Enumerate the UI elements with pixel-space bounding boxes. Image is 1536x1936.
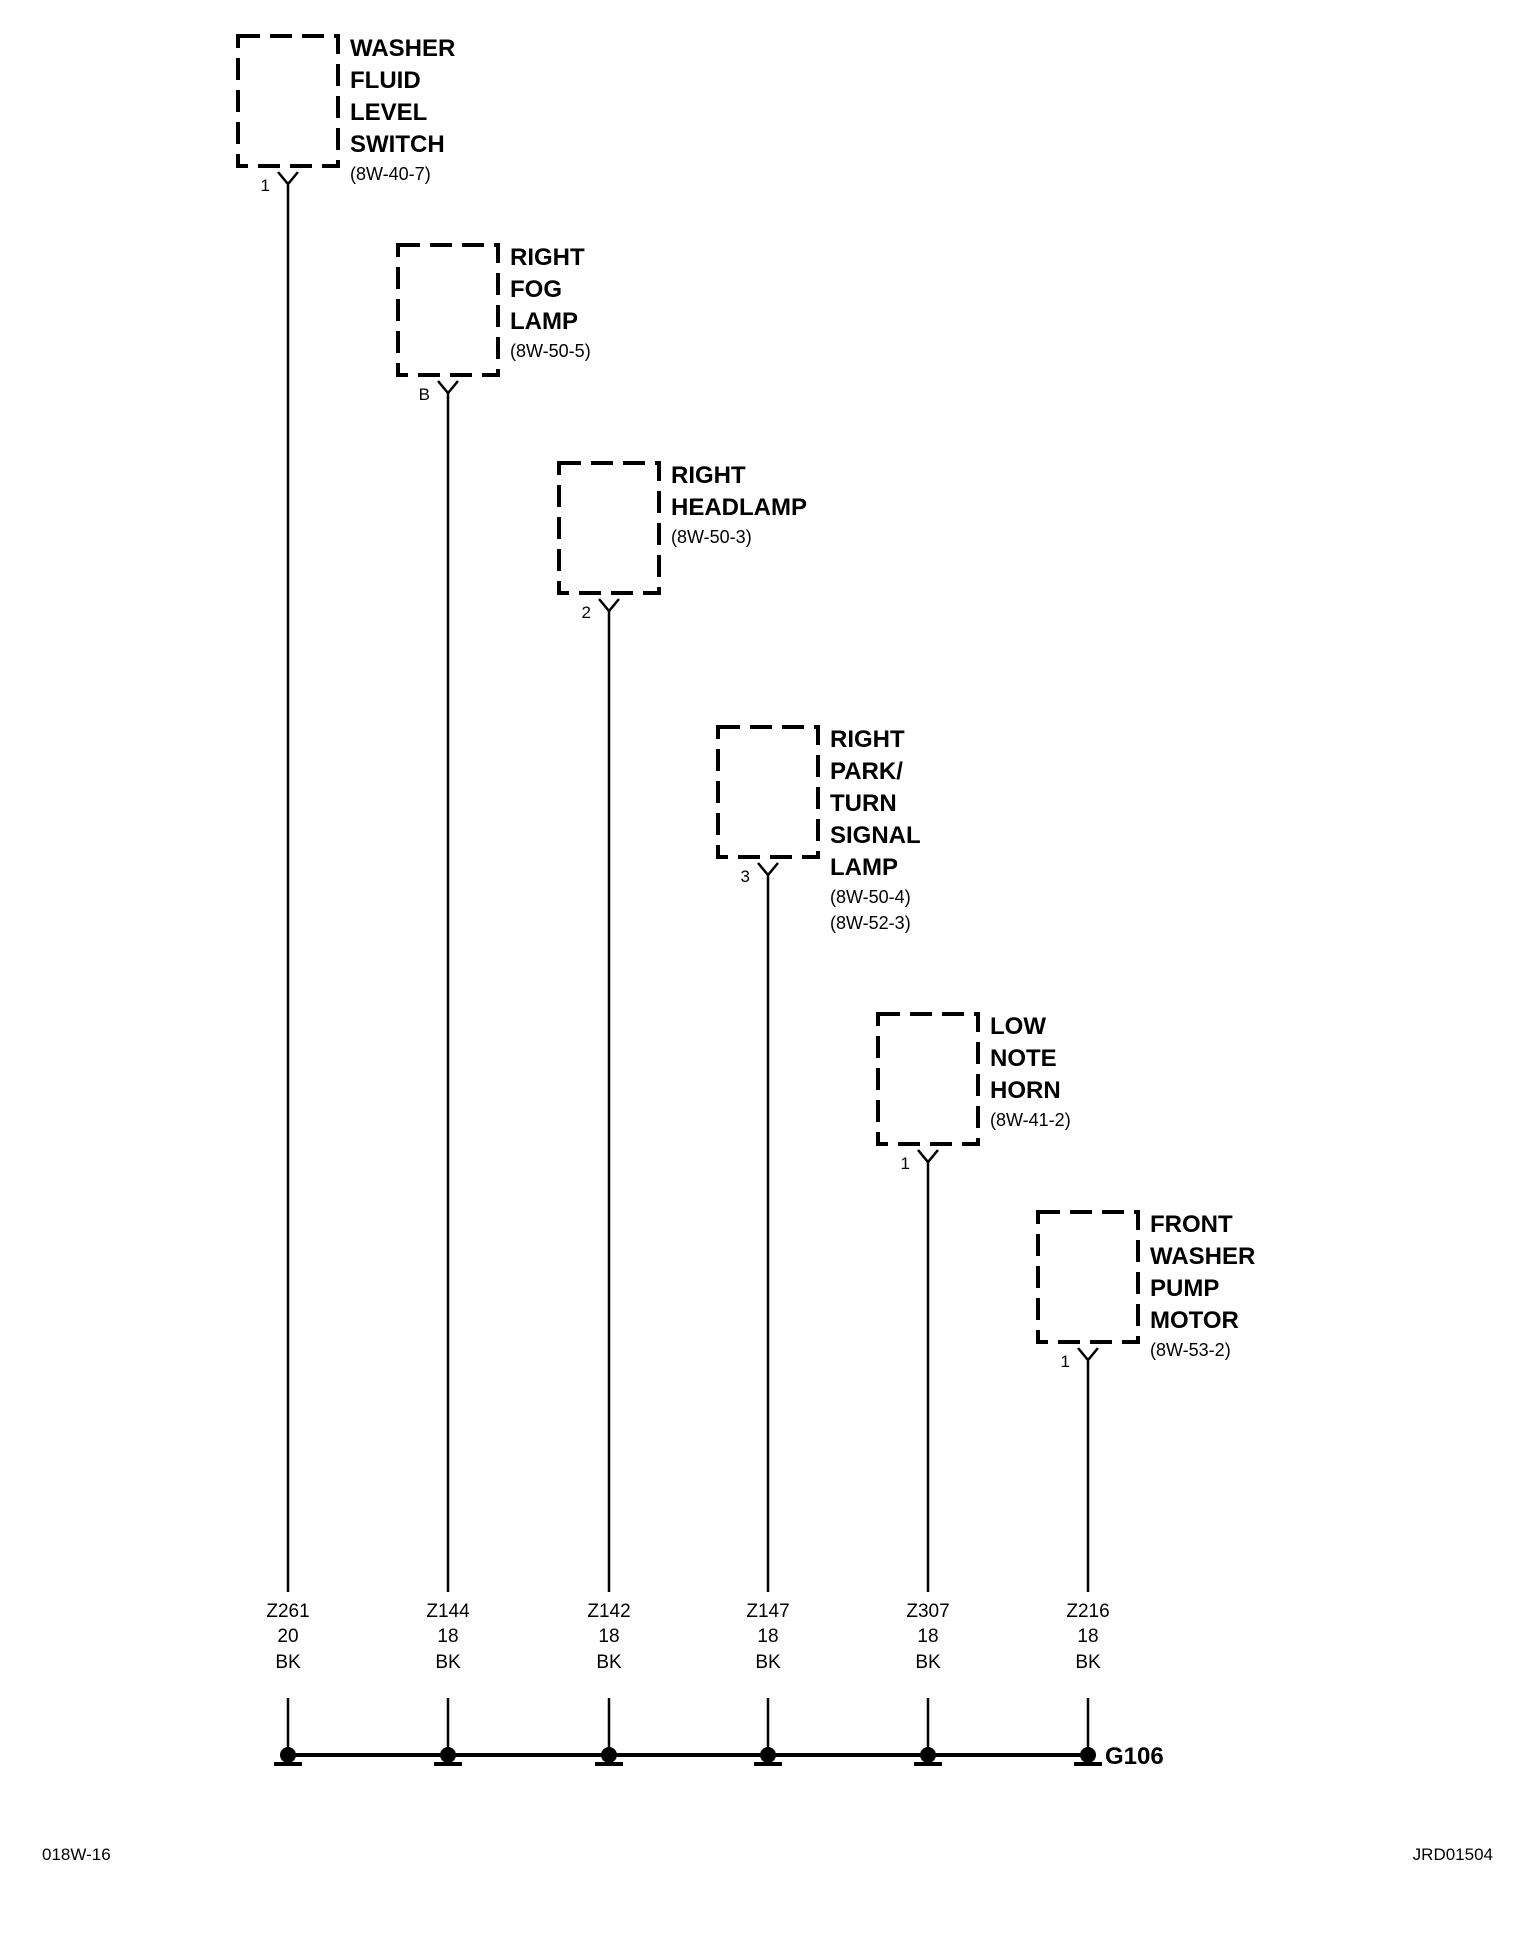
connector-pin-label: 1 xyxy=(1061,1352,1070,1371)
wire-color-label: BK xyxy=(1075,1652,1101,1673)
component-name-line: RIGHT xyxy=(671,462,746,489)
ground-label: G106 xyxy=(1105,1743,1164,1770)
component-name-line: RIGHT xyxy=(510,244,585,271)
connector-pin-label: 1 xyxy=(261,176,270,195)
wire-circuit-label: Z261 xyxy=(266,1601,309,1622)
connector-symbol xyxy=(598,598,620,613)
component-name-line: SIGNAL xyxy=(830,822,921,849)
component-name-line: LAMP xyxy=(510,308,578,335)
component-name-line: LAMP xyxy=(830,854,898,881)
ground-bus: G106 xyxy=(274,1698,1164,1770)
ground-splice-dot xyxy=(440,1747,456,1763)
component-name-line: LOW xyxy=(990,1013,1046,1040)
component-box xyxy=(557,461,661,595)
connector-pin-label: 2 xyxy=(582,603,591,622)
connector-symbol xyxy=(917,1149,939,1164)
component-ref: (8W-50-3) xyxy=(671,527,752,547)
wire-color-label: BK xyxy=(596,1652,622,1673)
ground-splice-dot xyxy=(1080,1747,1096,1763)
wire-circuit-label: Z144 xyxy=(426,1601,470,1622)
wire-circuit-label: Z307 xyxy=(906,1601,949,1622)
wire-circuit-label: Z216 xyxy=(1066,1601,1109,1622)
component-ref: (8W-50-5) xyxy=(510,341,591,361)
connector-symbol xyxy=(437,380,459,395)
wire-gauge-label: 18 xyxy=(1077,1626,1098,1647)
wire-circuit-label: Z142 xyxy=(587,1601,630,1622)
connector-pin-label: 1 xyxy=(901,1154,910,1173)
connector-pin-label: B xyxy=(419,385,430,404)
ground-splice-dot xyxy=(760,1747,776,1763)
component-box xyxy=(876,1012,980,1146)
component-name-line: MOTOR xyxy=(1150,1307,1239,1334)
component-name-line: TURN xyxy=(830,790,897,817)
component-name-line: HORN xyxy=(990,1077,1061,1104)
component-name-line: FOG xyxy=(510,276,562,303)
wire-gauge-label: 20 xyxy=(277,1626,298,1647)
component-name-line: SWITCH xyxy=(350,131,445,158)
ground-splice-dot xyxy=(601,1747,617,1763)
component-ref: (8W-52-3) xyxy=(830,913,911,933)
component-name-line: HEADLAMP xyxy=(671,494,807,521)
wire-color-label: BK xyxy=(915,1652,941,1673)
component-ref: (8W-53-2) xyxy=(1150,1340,1231,1360)
wire-gauge-label: 18 xyxy=(598,1626,619,1647)
wire-gauge-label: 18 xyxy=(917,1626,938,1647)
component-box xyxy=(396,243,500,377)
connector-symbol xyxy=(757,862,779,877)
wire-gauge-label: 18 xyxy=(437,1626,458,1647)
wire-gauge-label: 18 xyxy=(757,1626,778,1647)
ground-splice-dot xyxy=(280,1747,296,1763)
wire-circuit-label: Z147 xyxy=(746,1601,789,1622)
component-ref: (8W-41-2) xyxy=(990,1110,1071,1130)
component-name-line: LEVEL xyxy=(350,99,427,126)
ground-splice-dot xyxy=(920,1747,936,1763)
connector-pin-label: 3 xyxy=(741,867,750,886)
component-name-line: NOTE xyxy=(990,1045,1057,1072)
component-box xyxy=(236,34,340,168)
component-name-line: FLUID xyxy=(350,67,421,94)
component-name-line: PUMP xyxy=(1150,1275,1219,1302)
component-name-line: RIGHT xyxy=(830,726,905,753)
wire-color-label: BK xyxy=(435,1652,461,1673)
component-ref: (8W-50-4) xyxy=(830,887,911,907)
footer-left-code: 018W-16 xyxy=(42,1845,111,1864)
component-name-line: PARK/ xyxy=(830,758,903,785)
component-4: RIGHT PARK/TURN SIGNAL LAMP (8W-50-4) (8W-52-… xyxy=(716,725,921,1673)
component-name-line: FRONT xyxy=(1150,1211,1233,1238)
component-name-line: WASHER xyxy=(1150,1243,1255,1270)
wire-color-label: BK xyxy=(275,1652,301,1673)
wire-color-label: BK xyxy=(755,1652,781,1673)
component-ref: (8W-40-7) xyxy=(350,164,431,184)
footer-right-code: JRD01504 xyxy=(1413,1845,1493,1864)
connector-symbol xyxy=(277,171,299,186)
component-box xyxy=(1036,1210,1140,1344)
connector-symbol xyxy=(1077,1347,1099,1362)
component-box xyxy=(716,725,820,859)
component-name-line: WASHER xyxy=(350,35,455,62)
